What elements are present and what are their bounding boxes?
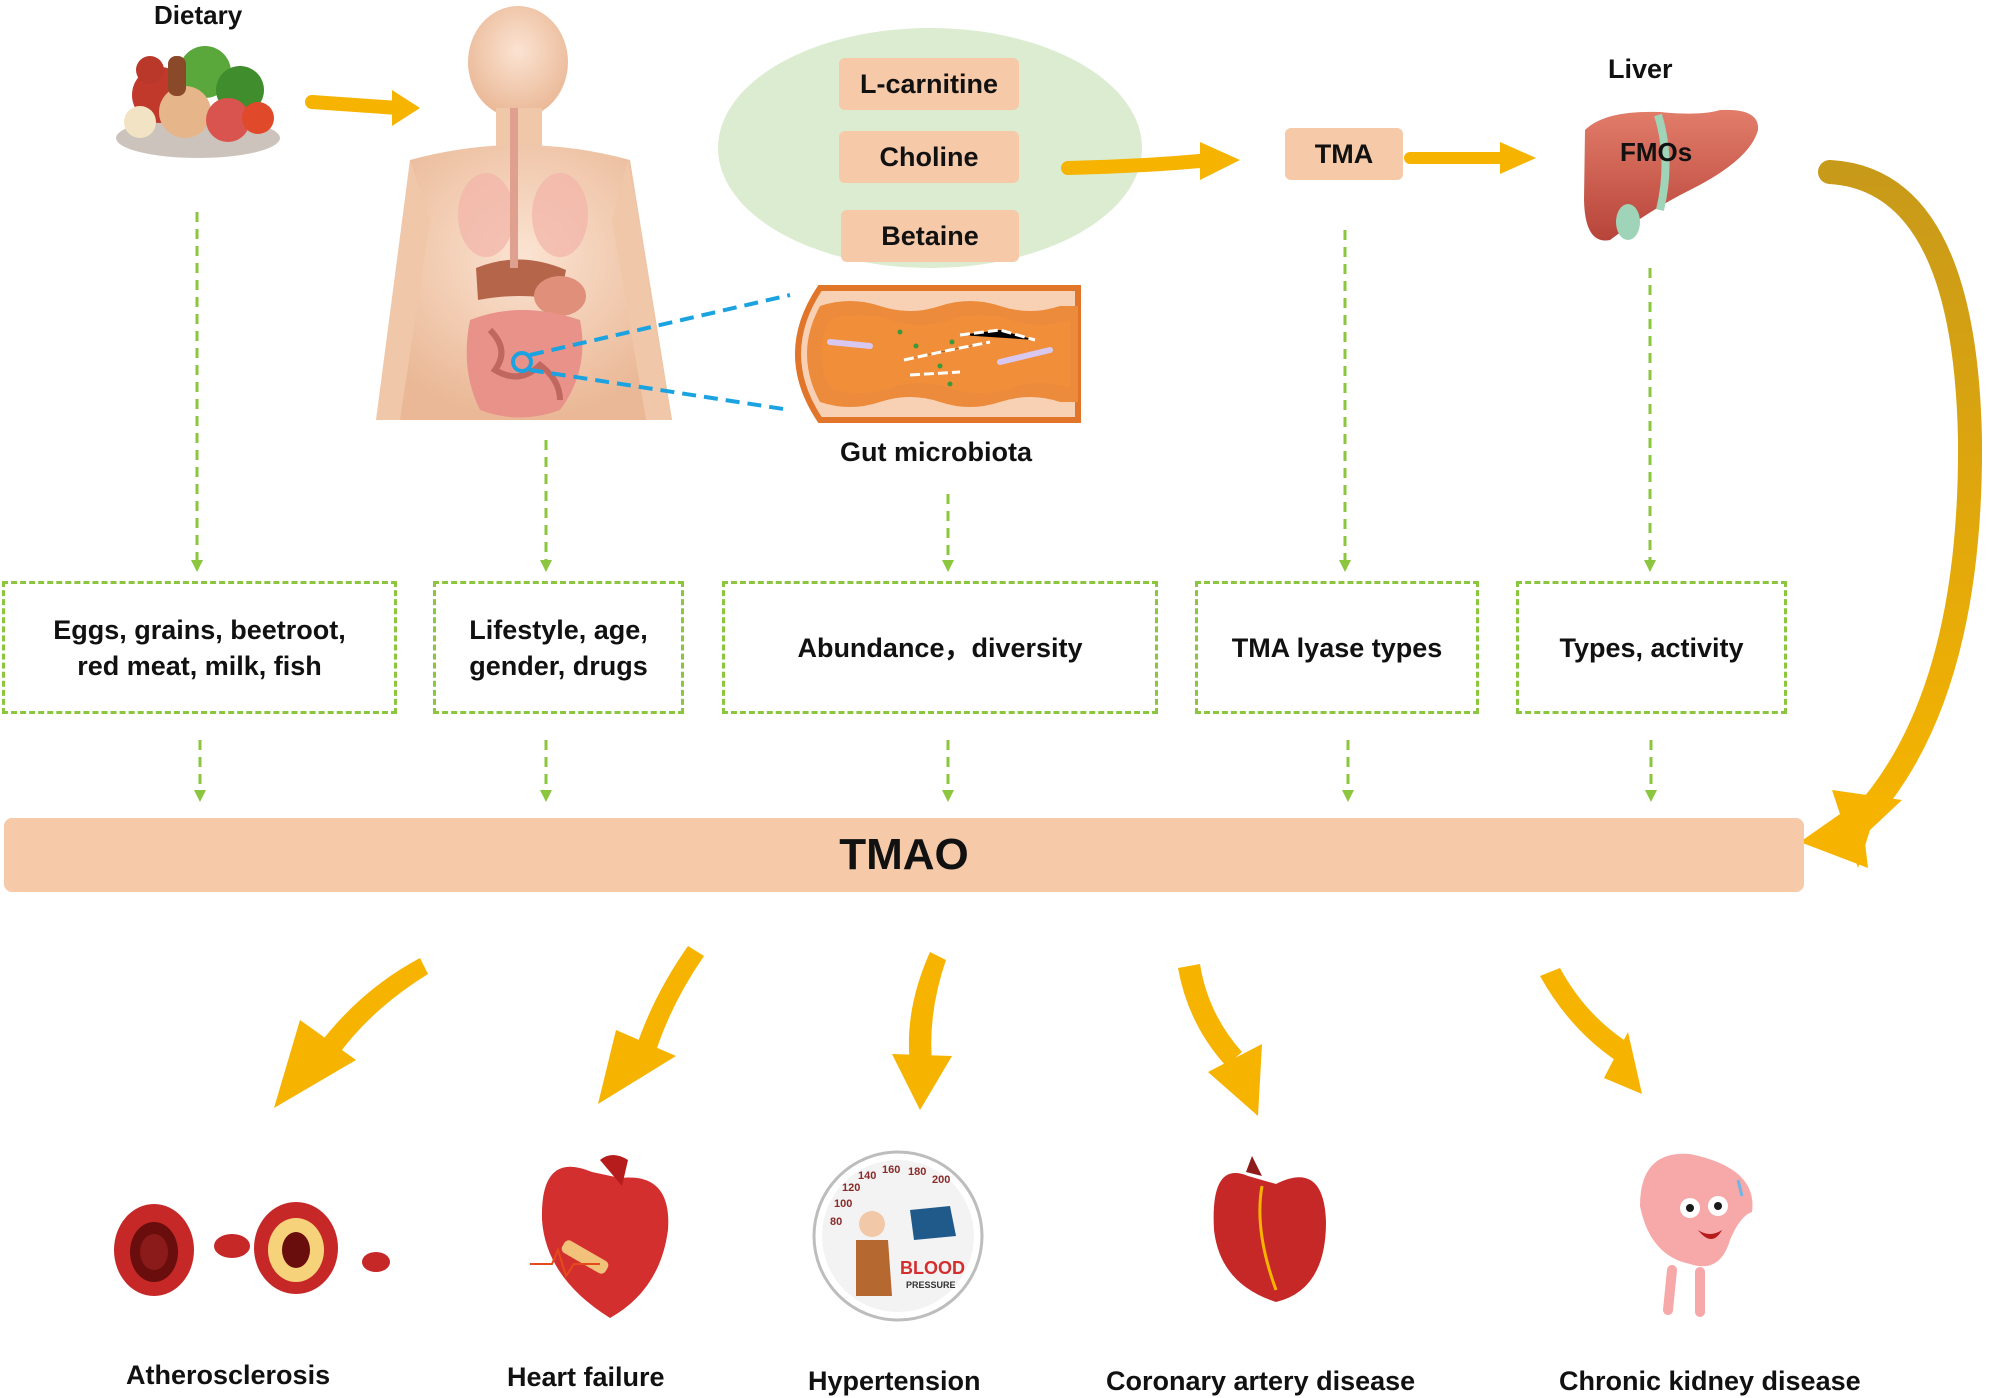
bp-tick: 160 bbox=[882, 1164, 901, 1176]
human-body-icon bbox=[376, 6, 672, 420]
factor-box-tma-lyase: TMA lyase types bbox=[1195, 581, 1479, 714]
blood-pressure-icon bbox=[812, 1150, 984, 1322]
heart-icon bbox=[1213, 1156, 1326, 1302]
fmos-label: FMOs bbox=[1620, 137, 1693, 167]
bp-gauge-ticks: 80 100 120 140 160 180 200 bbox=[830, 1164, 952, 1228]
liver-icon bbox=[1584, 109, 1759, 241]
precursor-chip-betaine: Betaine bbox=[841, 210, 1019, 262]
factor-box-dietary: Eggs, grains, beetroot, red meat, milk, f… bbox=[2, 581, 397, 714]
dietary-label: Dietary bbox=[154, 0, 243, 30]
factor-line: Eggs, grains, beetroot, bbox=[53, 614, 346, 645]
food-icon bbox=[116, 46, 280, 158]
factor-line: Types, activity bbox=[1559, 632, 1744, 663]
bp-tick: 140 bbox=[858, 1170, 877, 1182]
heart-failure-icon bbox=[530, 1155, 669, 1318]
bp-tick: 200 bbox=[932, 1174, 951, 1186]
bp-tick: 100 bbox=[834, 1198, 853, 1210]
factor-line: Abundance，diversity bbox=[797, 632, 1083, 663]
liver-label: Liver bbox=[1608, 54, 1673, 84]
precursor-chip-choline: Choline bbox=[839, 131, 1019, 183]
bp-tick: 80 bbox=[830, 1216, 843, 1228]
factor-box-fmo: Types, activity bbox=[1516, 581, 1787, 714]
factor-line: red meat, milk, fish bbox=[77, 650, 322, 681]
artery-icon bbox=[114, 1202, 390, 1296]
factor-line: TMA lyase types bbox=[1231, 632, 1443, 663]
bp-tick: 120 bbox=[842, 1182, 861, 1194]
factor-box-microbiota: Abundance，diversity bbox=[722, 581, 1158, 714]
bp-blood-label: BLOOD bbox=[900, 1258, 965, 1278]
gut-microbiota-label: Gut microbiota bbox=[840, 437, 1033, 467]
disease-label-coronary-artery-disease: Coronary artery disease bbox=[1106, 1366, 1416, 1396]
disease-label-hypertension: Hypertension bbox=[808, 1366, 981, 1396]
factor-line: gender, drugs bbox=[469, 650, 648, 681]
precursor-chip-l-carnitine: L-carnitine bbox=[839, 58, 1019, 110]
factor-box-host: Lifestyle, age, gender, drugs bbox=[433, 581, 684, 714]
bp-pressure-label: PRESSURE bbox=[906, 1280, 956, 1290]
tma-chip: TMA bbox=[1285, 128, 1403, 180]
disease-label-heart-failure: Heart failure bbox=[507, 1362, 665, 1392]
gut-tube-icon bbox=[795, 285, 1081, 423]
kidney-icon bbox=[1640, 1153, 1753, 1317]
tmao-bar: TMAO bbox=[4, 818, 1804, 892]
disease-label-atherosclerosis: Atherosclerosis bbox=[126, 1360, 331, 1390]
bp-tick: 180 bbox=[908, 1166, 927, 1178]
factor-line: Lifestyle, age, bbox=[469, 614, 648, 645]
disease-label-chronic-kidney-disease: Chronic kidney disease bbox=[1559, 1366, 1861, 1396]
